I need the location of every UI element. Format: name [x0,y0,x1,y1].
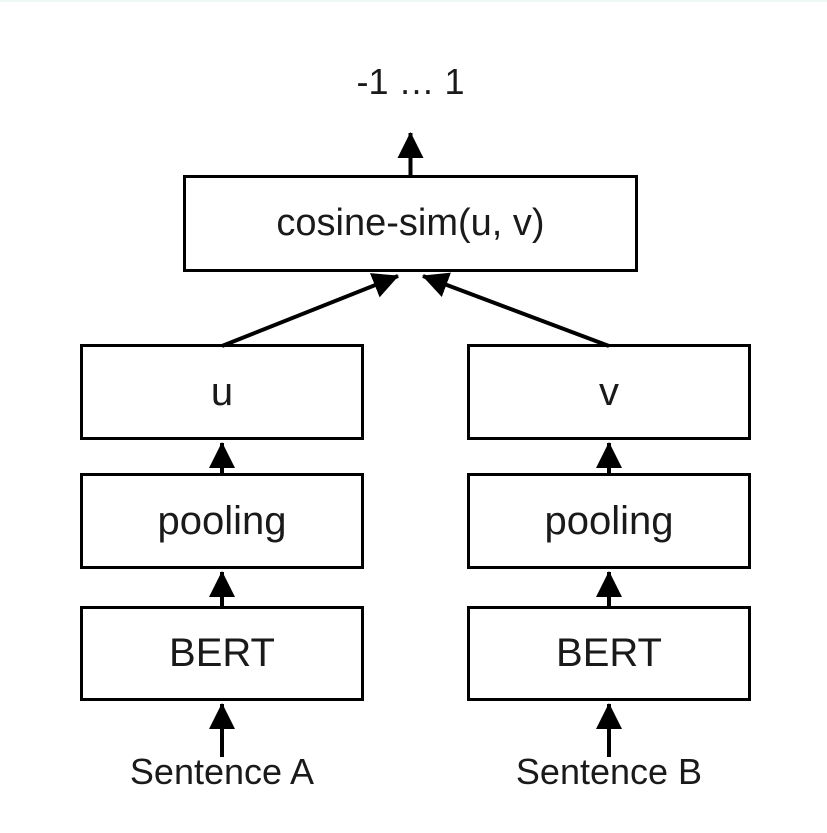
v-label: v [599,369,619,414]
sentence-a-label: Sentence A [129,751,315,792]
v-embedding-box: v [467,344,751,440]
u-embedding-box: u [80,344,364,440]
pooling-right-label: pooling [544,498,674,543]
bert-right-box: BERT [467,606,751,701]
bert-left-label: BERT [169,631,275,675]
cosine-sim-box: cosine-sim(u, v) [183,175,638,272]
cosine-sim-label: cosine-sim(u, v) [276,202,545,244]
pooling-left-box: pooling [80,473,364,569]
u-label: u [210,369,234,414]
top-edge-line [0,0,827,2]
pooling-right-box: pooling [467,473,751,569]
output-range-label: -1 … 1 [356,61,465,102]
arrow-v-to-cosine [422,272,610,348]
bert-left-box: BERT [80,606,364,701]
bert-right-label: BERT [556,631,662,675]
sentence-b-label: Sentence B [515,751,703,792]
pooling-left-label: pooling [157,498,287,543]
arrow-u-to-cosine [221,273,399,348]
